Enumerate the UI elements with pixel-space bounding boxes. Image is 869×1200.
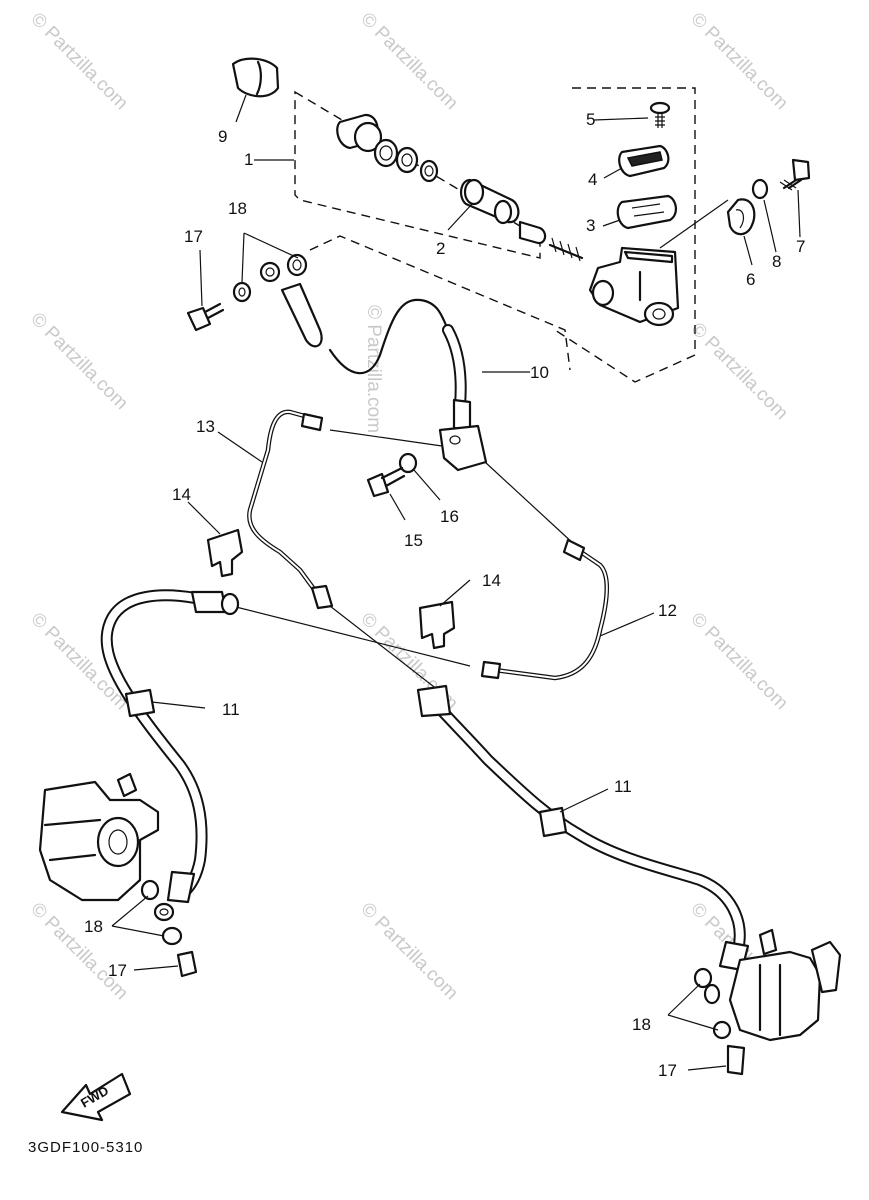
part-5-screw	[649, 101, 671, 128]
label-6: 6	[746, 270, 755, 289]
watermark: © Partzilla.com	[686, 319, 791, 424]
label-15: 15	[404, 531, 423, 550]
part-11-hose-right	[416, 684, 750, 972]
upper-leaders	[235, 94, 801, 266]
watermark: © Partzilla.com	[356, 9, 461, 114]
caliper-right	[667, 928, 842, 1076]
label-1: 1	[244, 150, 253, 169]
label-17-right: 17	[658, 1061, 677, 1080]
label-11-left: 11	[222, 700, 240, 719]
label-18-left: 18	[84, 917, 103, 936]
label-17-top: 17	[184, 227, 203, 246]
part-13-brake-pipe	[217, 409, 334, 610]
label-16: 16	[440, 507, 459, 526]
junction-block	[329, 424, 576, 546]
part-4-cap	[618, 144, 670, 178]
label-10: 10	[530, 363, 549, 382]
part-2-piston	[460, 178, 584, 262]
label-14-middle: 14	[482, 571, 501, 590]
label-3: 3	[586, 216, 595, 235]
master-cylinder-body	[588, 246, 680, 327]
watermark: © Partzilla.com	[26, 309, 131, 414]
label-13: 13	[196, 417, 215, 436]
part-14-clamp-left	[187, 501, 244, 578]
part-9-boot	[231, 57, 280, 98]
part-10-hose	[259, 261, 530, 432]
label-4: 4	[588, 170, 597, 189]
upper-union-bolt	[186, 232, 308, 332]
part-7-bolt	[779, 158, 811, 191]
watermark: © Partzilla.com	[686, 609, 791, 714]
label-5: 5	[586, 110, 595, 129]
part-8-washer	[751, 178, 769, 200]
watermark: © Partzilla.com	[356, 899, 461, 1004]
fwd-arrow-icon: FWD	[60, 1072, 132, 1122]
part-labels: 1 2 3 4 5 6 7 8 9 10 11 11 12 13 14 14 1…	[84, 110, 805, 1080]
caliper-left	[38, 772, 198, 978]
label-12: 12	[658, 601, 677, 620]
label-14-left: 14	[172, 485, 191, 504]
label-8: 8	[772, 252, 781, 271]
part-6-holder	[726, 198, 756, 236]
part-3-diaphragm	[616, 194, 677, 230]
label-9: 9	[218, 127, 227, 146]
watermark: © Partzilla.com	[686, 9, 791, 114]
master-cylinder-kit-outline	[294, 90, 541, 259]
label-18-right: 18	[632, 1015, 651, 1034]
diagram-code: 3GDF100-5310	[28, 1139, 143, 1156]
part-14-clamp-middle	[418, 579, 471, 650]
kit-outline-lower	[309, 235, 571, 371]
watermark: © Partzilla.com	[26, 899, 131, 1004]
label-11-right: 11	[614, 777, 632, 796]
label-7: 7	[796, 237, 805, 256]
part-11-hose-left	[100, 589, 240, 922]
label-18-top: 18	[228, 199, 247, 218]
label-2: 2	[436, 239, 445, 258]
part-1-piston-assembly	[336, 113, 439, 183]
watermark: © Partzilla.com	[26, 9, 131, 114]
reservoir-kit-outline	[554, 87, 696, 383]
label-17-left: 17	[108, 961, 127, 980]
watermark: © Partzilla.com	[363, 305, 384, 433]
part-12-brake-pipe	[231, 538, 655, 691]
